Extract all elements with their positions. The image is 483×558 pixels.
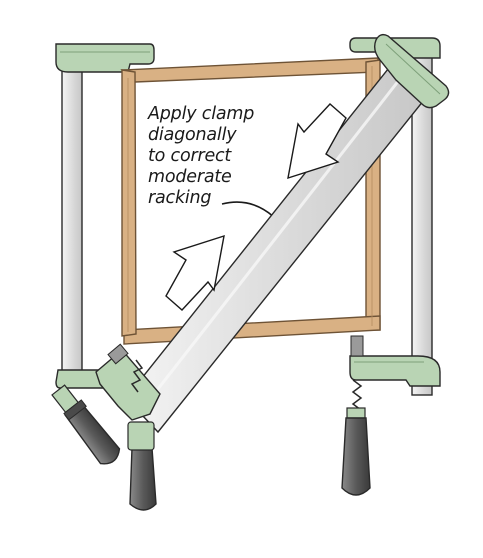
diagonal-arrow-up-right-icon	[165, 234, 225, 311]
left-clamp-bar	[61, 54, 83, 376]
right-clamp-bottom-jaw	[349, 355, 441, 387]
frame-bottom-rail	[123, 315, 381, 345]
diagonal-clamp-handle	[129, 447, 157, 511]
diagonal-arrow-down-left-icon	[287, 103, 347, 180]
right-clamp-handle	[341, 417, 371, 496]
left-clamp-handle	[51, 384, 121, 465]
diagonal-clamp-screw	[107, 343, 144, 393]
frame-left-stile	[121, 69, 137, 337]
racking-annotation: Apply clamp diagonally to correct modera…	[148, 104, 298, 209]
diagonal-clamp-top-jaw	[373, 33, 450, 109]
diagonal-bar-clamp	[95, 33, 450, 511]
diagonal-clamp-bottom-jaw	[95, 349, 161, 421]
right-vertical-bar-clamp	[341, 37, 441, 496]
annotation-line-2: diagonally	[148, 125, 237, 145]
left-vertical-bar-clamp	[51, 43, 155, 465]
frame-top-rail	[120, 57, 379, 83]
annotation-line-3: to correct	[148, 146, 232, 166]
left-clamp-top-jaw	[55, 43, 155, 73]
annotation-line-5: racking	[148, 188, 212, 208]
annotation-line-4: moderate	[148, 167, 232, 187]
annotation-line-1: Apply clamp	[148, 104, 255, 124]
